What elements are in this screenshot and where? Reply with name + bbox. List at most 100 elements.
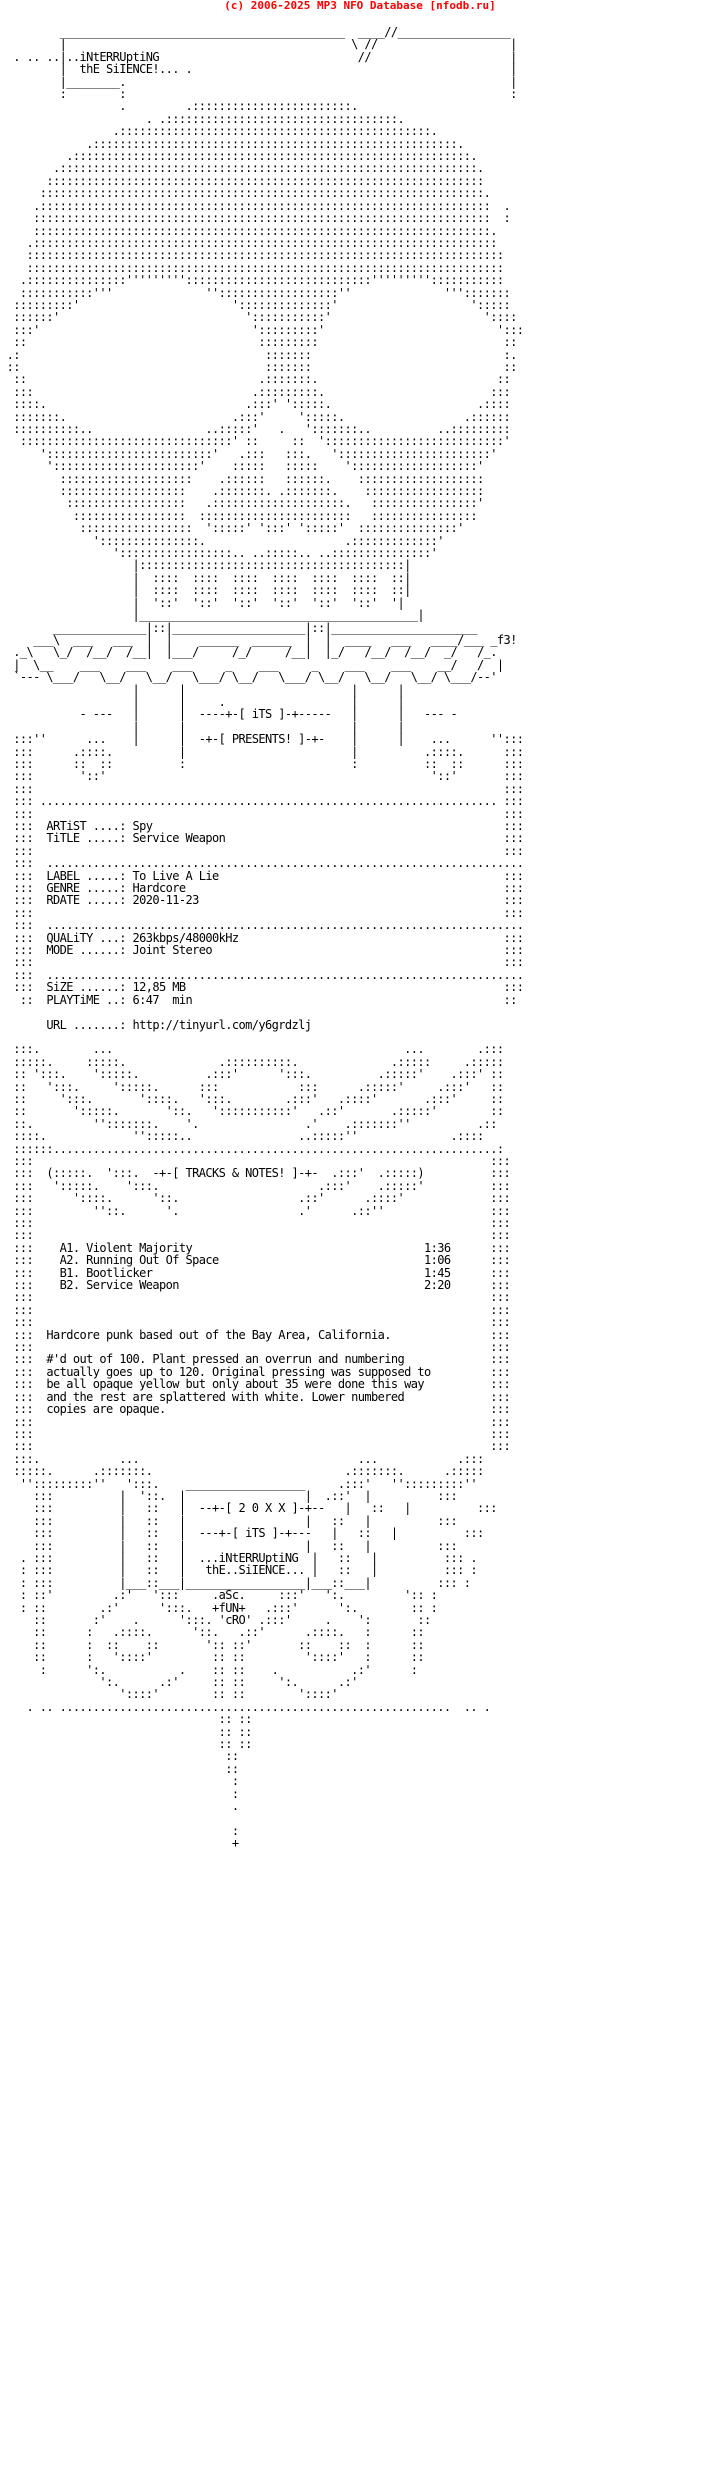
nfo-line: ':::::::::::::::::.. ..:::::.. ..:::::::…	[112, 546, 438, 561]
nfo-ascii-art: ________________________________________…	[0, 26, 720, 1850]
nfo-line: : ::' .:' '::: .aSc. :::' ':. ':: :	[19, 1588, 438, 1603]
nfo-line: .: ::::::: :.	[6, 347, 518, 362]
nfo-line: :::::. .:::::::. .:::::::. .:::::	[13, 1464, 484, 1479]
nfo-line: ':::::::::::::::. .:::::::::::::'	[92, 533, 445, 548]
nfo-line: ::: :::	[13, 955, 524, 970]
nfo-line: ::: :::	[13, 1302, 511, 1317]
nfo-line: ________________________________________…	[59, 26, 511, 39]
nfo-line: :::::::::::::::::: .::::::::::::::::::::…	[66, 496, 484, 511]
nfo-line: | :::: :::: :::: :::: :::: :::: ::|	[132, 583, 411, 598]
nfo-line: ::: :::	[13, 1315, 511, 1330]
nfo-line: URL .......: http://tinyurl.com/y6grdzlj	[46, 1017, 312, 1032]
nfo-line: :::::::::::::::::::: .:::::: ::::::. :::…	[59, 471, 485, 486]
nfo-line: | \ // |	[59, 37, 518, 52]
nfo-line: ::: ....................................…	[13, 856, 524, 871]
nfo-line: :: : .::::. '::. .::' .::::. : ::	[33, 1625, 424, 1640]
nfo-line: |:::::::::::::::::::::::::::::::::::::::…	[132, 558, 411, 573]
nfo-line: . .::::::::::::::::::::::::.	[119, 99, 358, 114]
nfo-line: ::::::::::::::::::::::::::::::::' :: :: …	[19, 434, 511, 449]
nfo-line: ::: B1. Bootlicker 1:45 :::	[13, 1265, 511, 1280]
nfo-line: ::: :::	[13, 843, 524, 858]
nfo-line: ::: | '::. | | .::' | :::	[33, 1488, 458, 1503]
nfo-line: :: ::	[218, 1724, 253, 1739]
nfo-line: |________. |	[59, 74, 518, 89]
nfo-line: ::: copies are opaque. :::	[13, 1402, 511, 1417]
nfo-line: ::: (:::::. ':::. -+-[ TRACKS & NOTES! ]…	[13, 1166, 511, 1181]
nfo-line: ::	[225, 1761, 239, 1776]
nfo-line: ::: ....................................…	[13, 967, 524, 982]
nfo-line: ::: ....................................…	[13, 794, 524, 809]
nfo-line: :	[231, 1823, 239, 1838]
nfo-line: : ':. . :: :: . .:' :	[39, 1662, 418, 1677]
nfo-line: ::: :::	[13, 806, 524, 821]
nfo-line: ::::::::::::::::::::::::::::::::::::::::…	[33, 211, 511, 226]
nfo-line: ::: '::' '::' :::	[13, 769, 524, 784]
nfo-line: ::: :::	[13, 1439, 511, 1454]
nfo-line: |_______________________________________…	[132, 608, 424, 623]
nfo-line: ::::::::::::::::::::::::::::::::::::::::…	[39, 186, 491, 201]
nfo-line: | :::: :::: :::: :::: :::: :::: ::|	[132, 570, 411, 585]
nfo-line: ::: .::::. | | .::::. :::	[13, 744, 524, 759]
nfo-line: | | | |	[132, 682, 405, 697]
nfo-line: ::: '::::. '::. .::' .::::' :::	[13, 1191, 511, 1206]
nfo-line: ::: :::	[13, 905, 524, 920]
nfo-line: ______________|::|____________________|:…	[52, 620, 478, 635]
nfo-line: | '::' '::' '::' '::' '::' '::' '|	[132, 595, 405, 610]
nfo-line: ::: ARTiST ....: Spy :::	[13, 819, 524, 833]
nfo-line: ::: :::	[13, 1340, 511, 1355]
nfo-line: ::: | :: | | :: | :::	[33, 1538, 458, 1553]
nfo-line: .:::::::::::::::::::::::::::::::::::::::…	[52, 161, 484, 176]
nfo-line: ':. .:' :: :: ':. .:'	[99, 1675, 358, 1690]
nfo-line: ::: | :: | ---+-[ iTS ]-+--- | :: | :::	[33, 1526, 484, 1541]
nfo-line: ::. '':::::::. '. .' .:::::::'' .::	[13, 1116, 497, 1131]
nfo-line: ::: :::	[13, 1153, 511, 1168]
nfo-line: ::: ''::. '. .' .::'' :::	[13, 1203, 511, 1218]
nfo-line: ::::::::::::::::::::::::::::::::::::::::…	[26, 248, 504, 263]
nfo-line: ::: #'d out of 100. Plant pressed an ove…	[13, 1352, 511, 1367]
nfo-line: :: PLAYTiME ..: 6:47 min ::	[19, 992, 517, 1007]
nfo-line: ::::::::::::::::::::::::::::::::::::::::…	[33, 223, 497, 238]
nfo-line: :::. ... ... .:::	[13, 1451, 484, 1466]
nfo-line: '':::::::::'' ':::. __________________ .…	[19, 1476, 478, 1491]
nfo-line: ::::. '':::::.. ..:::::'' .::::	[13, 1129, 484, 1144]
nfo-line: ::: and the rest are splattered with whi…	[13, 1389, 511, 1404]
nfo-line: :: ':::. ':::::. .:::' ':::. .:::::' .::…	[13, 1067, 504, 1082]
nfo-line: ::: :: :: : : :: :: :::	[13, 756, 524, 771]
nfo-line: . ::: | :: | ...iNtERRUptiNG | :: | ::: …	[19, 1550, 478, 1565]
nfo-line: :::::::. .:::' ':::::. .::::::	[13, 409, 511, 424]
nfo-line: :: ':::. ':::::. ::: ::: .:::::' .:::' :…	[13, 1079, 504, 1094]
nfo-line: ::: QUALiTY ...: 263kbps/48000kHz :::	[13, 930, 524, 945]
nfo-line: ::: | :: | --+-[ 2 0 X X ]-+-- | :: | ::…	[33, 1501, 497, 1516]
nfo-line: ::::::::::::::::: ::::::::::::::::::::::…	[72, 508, 478, 523]
nfo-line: ::::::' ':::::::::::' '::::	[13, 310, 517, 325]
nfo-line: ::: :::	[13, 1290, 511, 1305]
nfo-line: . .. ...................................…	[26, 1699, 491, 1714]
nfo-line: ::::::..................................…	[13, 1141, 504, 1156]
nfo-line: .:::::::::::::::::::::::::::::::::::::::…	[86, 136, 464, 151]
nfo-line: ::: .:::::::::. :::	[13, 384, 511, 399]
nfo-line: ::: GENRE .....: Hardcore :::	[13, 881, 524, 896]
nfo-line: '::::' :: :: '::::'	[119, 1687, 338, 1702]
nfo-line: ::: :::	[13, 1426, 511, 1441]
nfo-line: . .. ..|..iNtERRUptiNG // |	[13, 49, 517, 64]
nfo-line: :	[231, 1774, 239, 1789]
nfo-line: ::: Hardcore punk based out of the Bay A…	[13, 1327, 511, 1342]
nfo-line: ::: ':::::. ':::. .:::' .:::::' :::	[13, 1178, 511, 1193]
nfo-line: | thE SiIENCE!... . |	[59, 62, 518, 77]
nfo-line: ::	[225, 1749, 239, 1764]
nfo-line: : : :	[59, 87, 518, 102]
nfo-line: :	[231, 1786, 239, 1801]
nfo-line: . .:::::::::::::::::::::::::::::::::::.	[145, 111, 405, 126]
nfo-line: :: ::	[218, 1737, 253, 1752]
nfo-line: :: :' . ':::. 'cRO' .:::' . ': ::	[33, 1613, 431, 1627]
nfo-line: | \__ ___ ___ ___ _ ___ _ ___ ___ __/ / …	[13, 657, 504, 672]
nfo-line: :::. ... ... .:::	[13, 1042, 504, 1057]
nfo-line: :: ':::::. '::. ':::::::::::' .::' .::::…	[13, 1104, 504, 1119]
nfo-line: ::: :::	[13, 1216, 511, 1230]
nfo-line: .:::::::::::::::::::::::::::::::::::::::…	[112, 124, 438, 139]
nfo-line: : :: .:' ':::. +fUN+ .:::' ':. :: :	[19, 1600, 438, 1615]
nfo-line: :: : '::::' :: :: '::::' : ::	[33, 1650, 424, 1665]
nfo-line: ::::::::::::::::::::::::::::::::::::::::…	[26, 260, 504, 275]
nfo-line: ::: actually goes up to 120. Original pr…	[13, 1364, 511, 1379]
nfo-line: :: ::::::::: ::	[13, 335, 517, 350]
